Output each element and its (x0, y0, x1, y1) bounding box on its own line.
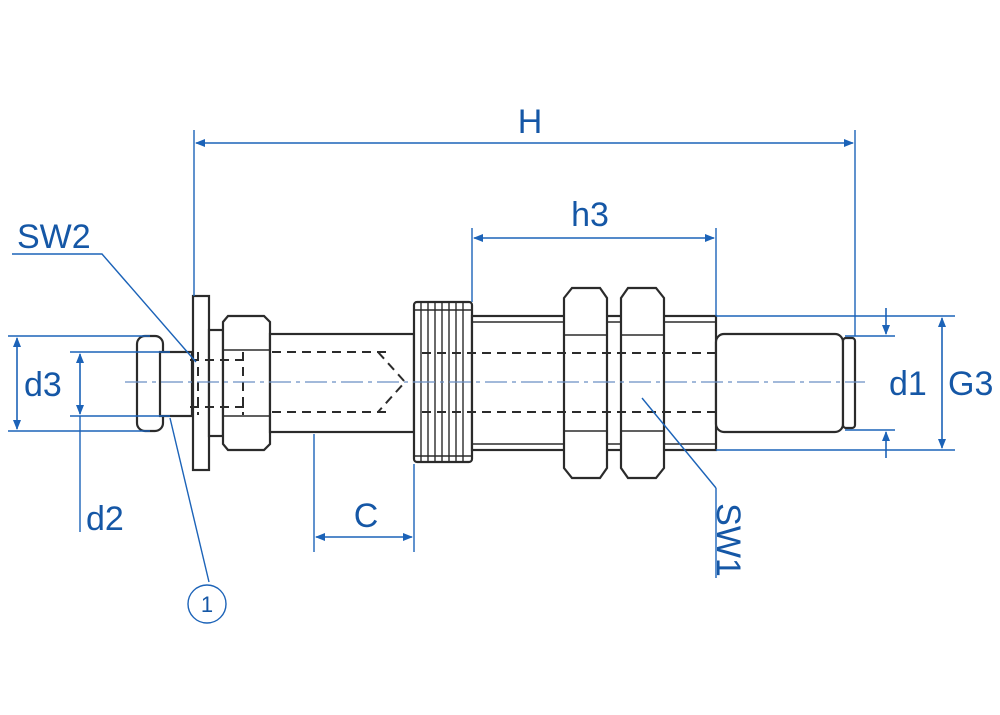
label-item-1: 1 (201, 592, 213, 617)
label-C: C (354, 497, 379, 535)
release-collar (841, 336, 857, 430)
flange-washer (191, 294, 211, 472)
dimension-labels: H h3 SW2 d3 d2 C d1 G3 SW1 1 (17, 103, 993, 617)
label-d3: d3 (24, 366, 62, 404)
label-SW1: SW1 (709, 503, 747, 577)
label-H: H (518, 103, 543, 141)
label-SW2: SW2 (17, 218, 91, 256)
hex-nut-sw1-b (619, 286, 666, 480)
fitting-tube (714, 332, 845, 434)
plunger-shaft (268, 332, 416, 434)
dimension-lines (8, 130, 955, 624)
part-drawing (125, 286, 865, 480)
label-d2: d2 (86, 500, 124, 538)
hex-nut-sw2 (221, 314, 272, 452)
item-number-balloon (187, 584, 227, 624)
hex-nut-sw1-a (562, 286, 609, 480)
label-d1: d1 (889, 365, 927, 403)
label-G3: G3 (948, 365, 993, 403)
label-h3: h3 (571, 196, 609, 234)
